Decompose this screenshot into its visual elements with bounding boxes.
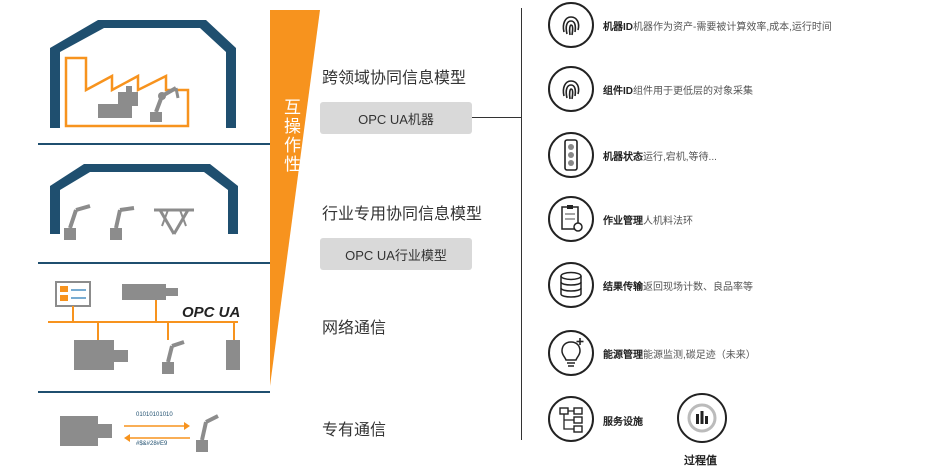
feature-desc: 人机料法环 (643, 216, 693, 227)
connector-horizontal (472, 117, 522, 118)
connector-vertical (521, 8, 522, 440)
proprietary-panel: 01010101010 #$&#28#E9 (38, 398, 270, 460)
interoperability-label: 互操作性 (281, 98, 300, 174)
opc-ua-logo-text: OPC UA (182, 304, 241, 321)
feature-desc: 组件用于更低层的对象采集 (633, 86, 753, 97)
feature-title: 过程值 (684, 455, 717, 467)
feature-title: 组件ID (603, 86, 633, 97)
feature-desc: 返回现场计数、良品率等 (643, 282, 753, 293)
binary-bottom-text: #$&#28#E9 (136, 441, 168, 447)
feature-service-facility: 服务设施 (603, 413, 643, 428)
factory-building-icon (50, 20, 236, 128)
database-icon (548, 262, 594, 308)
robot-hall-panel (38, 150, 270, 256)
feature-desc: 能源监测,碳足迹（未来） (643, 350, 756, 361)
robot-hall-icon (50, 164, 238, 240)
opc-ua-logo: OPC UA (182, 304, 240, 321)
pill-opc-ua-industry: OPC UA行业模型 (320, 238, 472, 270)
feature-process-value: 过程值 (684, 452, 717, 468)
gauge-icon (677, 393, 727, 443)
proprietary-comm-icon (60, 414, 219, 452)
divider-line-2 (38, 262, 270, 264)
fingerprint-icon (548, 2, 594, 48)
pill-opc-ua-machine: OPC UA机器 (320, 102, 472, 134)
clipboard-gear-icon (548, 196, 594, 242)
feature-title: 能源管理 (603, 350, 643, 361)
feature-component-id: 组件ID组件用于更低层的对象采集 (603, 82, 753, 97)
layer-label-network: 网络通信 (322, 320, 387, 337)
feature-desc: 运行,宕机,等待... (643, 152, 717, 163)
feature-title: 结果传输 (603, 282, 643, 293)
feature-title: 机器ID (603, 22, 633, 33)
feature-desc: 机器作为资产-需要被计算效率,成本,运行时间 (633, 22, 832, 33)
feature-title: 机器状态 (603, 152, 643, 163)
layer-label-proprietary: 专有通信 (322, 422, 387, 439)
feature-machine-status: 机器状态运行,宕机,等待... (603, 148, 717, 163)
interoperability-wedge (270, 10, 320, 386)
fingerprint-icon (548, 66, 594, 112)
hierarchy-icon (548, 396, 594, 442)
binary-top-text: 01010101010 (136, 412, 173, 418)
divider-line-3 (38, 391, 270, 393)
traffic-light-icon (548, 132, 594, 178)
network-panel: OPC UA (38, 270, 270, 386)
feature-job-management: 作业管理人机料法环 (603, 212, 693, 227)
feature-energy-management: 能源管理能源监测,碳足迹（未来） (603, 346, 756, 361)
feature-machine-id: 机器ID机器作为资产-需要被计算效率,成本,运行时间 (603, 18, 832, 33)
layer-label-industry: 行业专用协同信息模型 (322, 206, 483, 223)
feature-title: 作业管理 (603, 216, 643, 227)
network-diagram-icon (48, 281, 240, 374)
factory-panel (38, 8, 270, 138)
lightbulb-icon (548, 330, 594, 376)
layer-label-cross-domain: 跨领域协同信息模型 (322, 70, 467, 87)
feature-title: 服务设施 (603, 417, 643, 428)
feature-result-transfer: 结果传输返回现场计数、良品率等 (603, 278, 753, 293)
divider-line-1 (38, 143, 270, 145)
